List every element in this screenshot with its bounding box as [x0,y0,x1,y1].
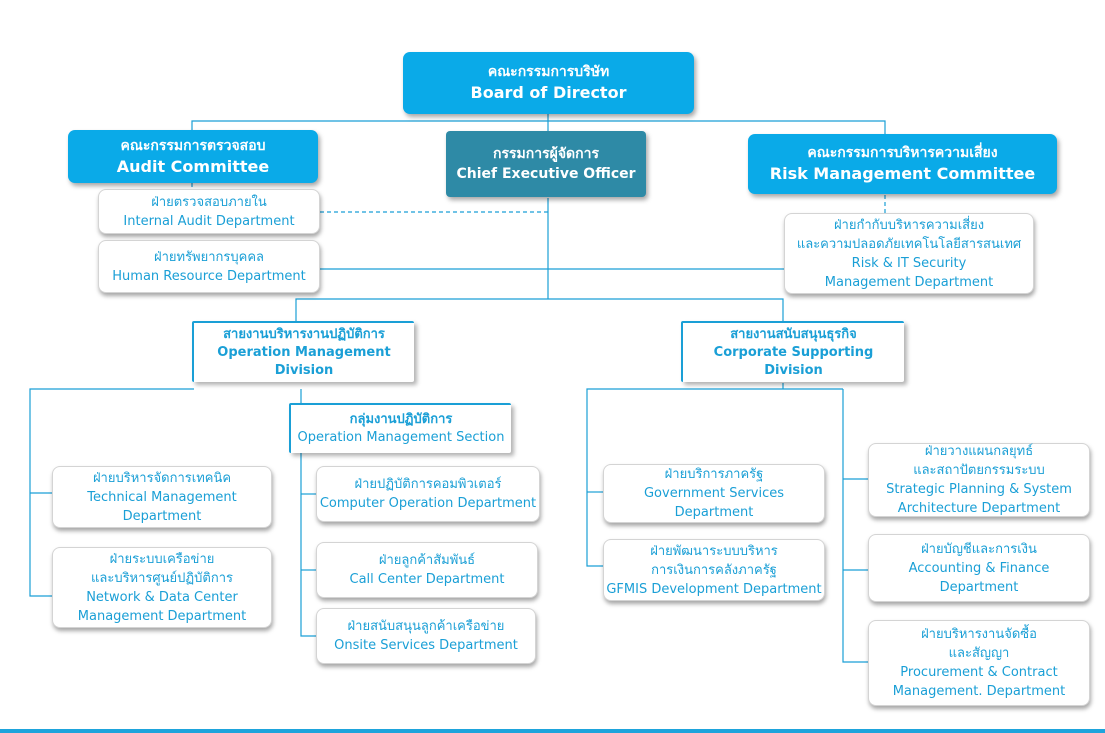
onsite-th-label: ฝ่ายสนับสนุนลูกค้าเครือข่าย [347,619,505,634]
human-resource-department-box: ฝ่ายทรัพยากรบุคคล Human Resource Departm… [98,240,320,293]
call-center-department-box: ฝ่ายลูกค้าสัมพันธ์ Call Center Departmen… [316,542,538,598]
gfmis-line2: การเงินการคลังภาครัฐ [651,562,777,578]
human-resource-th-label: ฝ่ายทรัพยากรบุคคล [153,249,265,265]
strategic-planning-department-box: ฝ่ายวางแผนกลยุทธ์ และสถาปัตยกรรมระบบ Str… [868,443,1090,517]
risk-committee-en-label: Risk Management Committee [769,164,1036,183]
computer-op-en-label: Computer Operation Department [319,496,537,511]
computer-op-th-label: ฝ่ายปฏิบัติการคอมพิวเตอร์ [354,477,502,492]
gov-services-line2: Government Services [643,486,785,501]
procurement-line1: ฝ่ายบริหารงานจัดซื้อ [921,627,1037,642]
technical-line2: Technical Management [87,489,237,505]
technical-management-department-box: ฝ่ายบริหารจัดการเทคนิค Technical Managem… [52,466,272,528]
procurement-contract-department-box: ฝ่ายบริหารงานจัดซื้อ และสัญญา Procuremen… [868,620,1090,706]
corporate-division-en1-label: Corporate Supporting [713,344,874,360]
network-line4: Management Department [77,608,247,624]
operation-management-section-box: กลุ่มงานปฏิบัติการ Operation Management … [289,403,511,453]
bottom-divider [0,729,1105,733]
risk-it-line2: และความปลอดภัยเทคโนโลยีสารสนเทศ [796,236,1022,252]
accounting-finance-department-box: ฝ่ายบัญชีและการเงิน Accounting & Finance… [868,534,1090,602]
operation-division-th-label: สายงานบริหารงานปฏิบัติการ [223,326,385,342]
procurement-line3: Procurement & Contract [900,665,1058,680]
gfmis-line3: GFMIS Development Department [606,581,822,597]
strategic-line2: และสถาปัตยกรรมระบบ [913,463,1045,478]
internal-audit-department-box: ฝ่ายตรวจสอบภายใน Internal Audit Departme… [98,189,320,234]
operation-section-en-label: Operation Management Section [297,430,505,445]
technical-line3: Department [122,508,202,524]
internal-audit-th-label: ฝ่ายตรวจสอบภายใน [151,194,267,210]
computer-operation-department-box: ฝ่ายปฏิบัติการคอมพิวเตอร์ Computer Opera… [316,466,540,522]
operation-section-th-label: กลุ่มงานปฏิบัติการ [349,412,453,427]
ceo-en-label: Chief Executive Officer [456,166,636,182]
gov-services-line3: Department [674,505,754,520]
procurement-line2: และสัญญา [948,646,1010,661]
board-th-label: คณะกรรมการบริษัท [487,64,610,80]
board-en-label: Board of Director [470,83,627,102]
operation-division-en1-label: Operation Management [217,344,391,360]
risk-it-line1: ฝ่ายกำกับบริหารความเสี่ยง [833,217,985,233]
audit-committee-en-label: Audit Committee [116,156,270,176]
gfmis-development-department-box: ฝ่ายพัฒนาระบบบริหาร การเงินการคลังภาครัฐ… [603,539,825,601]
ceo-box: กรรมการผู้จัดการ Chief Executive Officer [446,131,646,197]
onsite-en-label: Onsite Services Department [334,638,518,653]
accounting-line2: Accounting & Finance [908,560,1050,576]
risk-it-security-department-box: ฝ่ายกำกับบริหารความเสี่ยง และความปลอดภัย… [784,213,1034,294]
strategic-line4: Architecture Department [897,501,1061,516]
technical-line1: ฝ่ายบริหารจัดการเทคนิค [92,470,232,486]
audit-committee-th-label: คณะกรรมการตรวจสอบ [120,137,266,154]
risk-committee-th-label: คณะกรรมการบริหารความเสี่ยง [807,145,998,161]
corporate-division-th-label: สายงานสนับสนุนธุรกิจ [730,326,857,342]
call-center-th-label: ฝ่ายลูกค้าสัมพันธ์ [378,553,476,568]
board-of-director-box: คณะกรรมการบริษัท Board of Director [403,52,694,114]
corporate-division-en2-label: Division [764,362,823,378]
operation-management-division-box: สายงานบริหารงานปฏิบัติการ Operation Mana… [192,321,414,382]
risk-it-line4: Management Department [824,274,994,290]
corporate-supporting-division-box: สายงานสนับสนุนธุรกิจ Corporate Supportin… [681,321,904,382]
internal-audit-en-label: Internal Audit Department [123,213,295,229]
network-line1: ฝ่ายระบบเครือข่าย [109,551,215,567]
human-resource-en-label: Human Resource Department [112,268,306,284]
onsite-services-department-box: ฝ่ายสนับสนุนลูกค้าเครือข่าย Onsite Servi… [316,608,536,664]
call-center-en-label: Call Center Department [349,572,505,587]
risk-committee-box: คณะกรรมการบริหารความเสี่ยง Risk Manageme… [748,134,1057,194]
strategic-line1: ฝ่ายวางแผนกลยุทธ์ [924,444,1034,459]
ceo-th-label: กรรมการผู้จัดการ [493,146,599,162]
audit-committee-box: คณะกรรมการตรวจสอบ Audit Committee [68,130,318,183]
operation-division-en2-label: Division [274,362,334,378]
risk-it-line3: Risk & IT Security [851,255,967,271]
gfmis-line1: ฝ่ายพัฒนาระบบบริหาร [650,543,778,559]
strategic-line3: Strategic Planning & System [886,482,1072,497]
network-line3: Network & Data Center [86,589,238,605]
accounting-line3: Department [939,579,1019,595]
procurement-line4: Management. Department [892,684,1066,699]
network-data-center-department-box: ฝ่ายระบบเครือข่าย และบริหารศูนย์ปฏิบัติก… [52,547,272,628]
gov-services-line1: ฝ่ายบริการภาครัฐ [664,467,764,482]
government-services-department-box: ฝ่ายบริการภาครัฐ Government Services Dep… [603,464,825,523]
accounting-line1: ฝ่ายบัญชีและการเงิน [921,541,1037,557]
network-line2: และบริหารศูนย์ปฏิบัติการ [91,570,233,586]
